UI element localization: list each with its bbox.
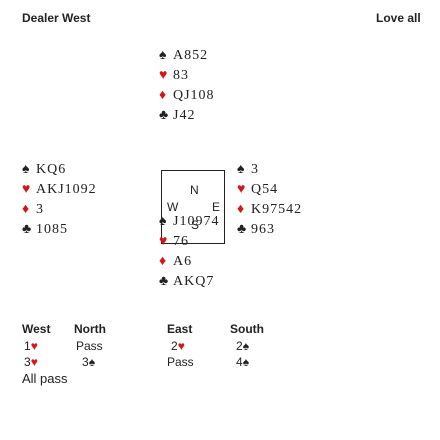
compass-east: E: [212, 200, 221, 214]
compass-south: S: [191, 218, 200, 232]
auction-bid: Pass: [76, 339, 103, 353]
club-icon: ♣: [237, 222, 248, 237]
spade-icon: ♠: [237, 162, 246, 177]
south-hand: ♠J10974 ♥76 ♦A6 ♣AKQ7: [159, 212, 219, 292]
north-clubs: ♣J42: [159, 106, 215, 126]
compass-north: N: [190, 183, 199, 197]
west-clubs: ♣1085: [22, 220, 97, 240]
vulnerability-label: Love all: [376, 11, 421, 25]
heart-icon: ♥: [159, 234, 169, 249]
south-clubs: ♣AKQ7: [159, 272, 219, 292]
north-diamonds: ♦QJ108: [159, 86, 215, 106]
spade-icon: ♠: [88, 355, 96, 369]
compass-box: N W E S: [161, 170, 225, 244]
west-spades: ♠KQ6: [22, 160, 97, 180]
auction-header-west: West: [22, 322, 51, 336]
auction-bid: 3♥: [24, 355, 38, 369]
club-icon: ♣: [22, 222, 33, 237]
spade-icon: ♠: [242, 339, 250, 353]
heart-icon: ♥: [30, 355, 38, 369]
heart-icon: ♥: [22, 182, 32, 197]
heart-icon: ♥: [177, 339, 185, 353]
auction-bid: All pass: [22, 371, 68, 386]
dealer-label: Dealer West: [22, 11, 91, 25]
club-icon: ♣: [159, 108, 170, 123]
west-hand: ♠KQ6 ♥AKJ1092 ♦3 ♣1085: [22, 160, 97, 240]
diamond-icon: ♦: [22, 202, 31, 217]
auction-header-east: East: [167, 322, 193, 336]
spade-icon: ♠: [159, 48, 168, 63]
auction-bid: 4♠: [236, 355, 250, 369]
auction-bid: 2♥: [171, 339, 185, 353]
east-clubs: ♣963: [237, 220, 302, 240]
spade-icon: ♠: [159, 214, 168, 229]
auction-bid: Pass: [167, 355, 194, 369]
diamond-icon: ♦: [159, 254, 168, 269]
spade-icon: ♠: [22, 162, 31, 177]
auction-header-south: South: [230, 322, 264, 336]
diamond-icon: ♦: [159, 88, 168, 103]
auction-bid: 1♥: [24, 339, 38, 353]
compass-west: W: [167, 200, 179, 214]
east-hearts: ♥Q54: [237, 180, 302, 200]
spade-icon: ♠: [242, 355, 250, 369]
auction-bid: 3♠: [82, 355, 96, 369]
west-diamonds: ♦3: [22, 200, 97, 220]
north-spades: ♠A852: [159, 46, 215, 66]
heart-icon: ♥: [30, 339, 38, 353]
heart-icon: ♥: [159, 68, 169, 83]
east-diamonds: ♦K97542: [237, 200, 302, 220]
west-hearts: ♥AKJ1092: [22, 180, 97, 200]
auction-bid: 2♠: [236, 339, 250, 353]
south-spades: ♠J10974: [159, 212, 219, 232]
south-diamonds: ♦A6: [159, 252, 219, 272]
north-hand: ♠A852 ♥83 ♦QJ108 ♣J42: [159, 46, 215, 126]
diamond-icon: ♦: [237, 202, 246, 217]
east-spades: ♠3: [237, 160, 302, 180]
club-icon: ♣: [159, 274, 170, 289]
north-hearts: ♥83: [159, 66, 215, 86]
east-hand: ♠3 ♥Q54 ♦K97542 ♣963: [237, 160, 302, 240]
heart-icon: ♥: [237, 182, 247, 197]
auction-header-north: North: [74, 322, 106, 336]
south-hearts: ♥76: [159, 232, 219, 252]
